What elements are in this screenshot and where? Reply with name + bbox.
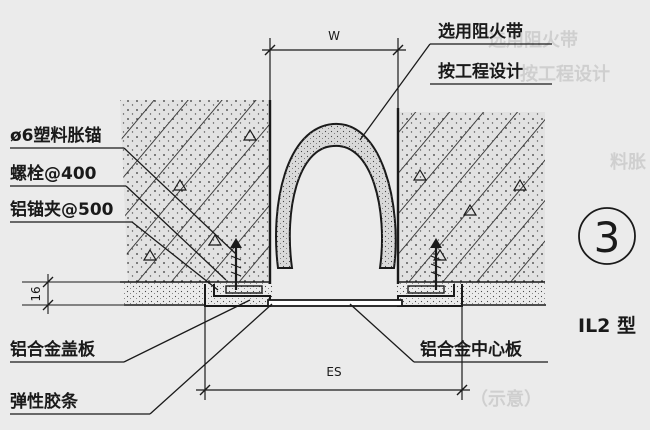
dimension-thickness: 16 xyxy=(22,274,128,314)
dimension-es-label: ES xyxy=(326,365,341,379)
ghost-background-text: 选用阻火带 按工程设计 料胀 （示意） xyxy=(470,30,646,410)
detail-number: 3 xyxy=(594,213,621,262)
left-concrete-wall xyxy=(120,100,272,284)
fire-barrier-band xyxy=(275,122,397,269)
label-bolt-spacing: 螺栓@400 xyxy=(10,163,97,184)
label-anchor: ø6塑料胀锚 xyxy=(10,125,102,146)
label-rubber-strip: 弹性胶条 xyxy=(10,391,79,412)
detail-number-badge: 3 xyxy=(578,207,636,265)
label-by-design: 按工程设计 xyxy=(438,61,523,82)
leader-lines xyxy=(10,43,552,415)
dimension-thickness-label: 16 xyxy=(29,286,43,301)
right-concrete-wall xyxy=(396,108,545,284)
dimension-w: W xyxy=(262,29,406,108)
type-label: IL2 型 xyxy=(578,314,636,337)
svg-text:按工程设计: 按工程设计 xyxy=(520,63,610,85)
label-center-plate: 铝合金中心板 xyxy=(420,339,523,360)
svg-text:（示意）: （示意） xyxy=(470,388,542,410)
aluminium-center-plate xyxy=(267,299,403,307)
label-cover-plate: 铝合金盖板 xyxy=(10,339,96,360)
label-fire-band: 选用阻火带 xyxy=(438,21,523,42)
label-clip-spacing: 铝锚夹@500 xyxy=(10,199,114,220)
svg-text:料胀: 料胀 xyxy=(610,151,646,173)
anchor-bolt-right xyxy=(430,238,442,290)
svg-text:选用阻火带: 选用阻火带 xyxy=(488,30,578,51)
dimension-w-label: W xyxy=(328,29,340,43)
